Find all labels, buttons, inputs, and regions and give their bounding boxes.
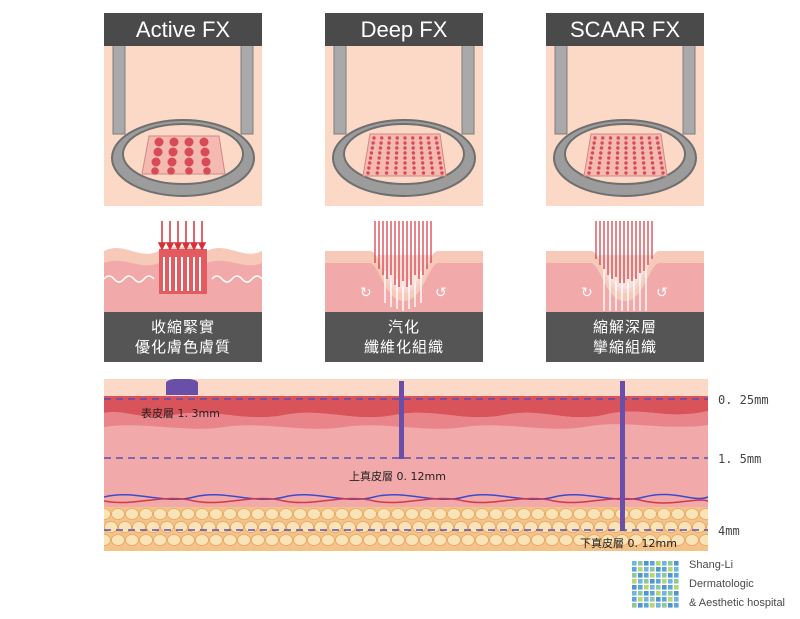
logo-line-1: Shang-Li bbox=[689, 559, 734, 571]
caption-line-2: 攣縮組織 bbox=[592, 338, 657, 356]
handpiece-illustration-active bbox=[104, 46, 262, 206]
layer-label-upper-dermis: 上真皮層 0. 12mm bbox=[349, 470, 446, 483]
skin-effect-illustration-active bbox=[104, 221, 262, 313]
column-title: SCAAR FX bbox=[546, 13, 704, 46]
ablation-column-deep bbox=[620, 381, 625, 531]
column-title: Active FX bbox=[104, 13, 262, 46]
caption-line-1: 汽化 bbox=[387, 318, 420, 336]
handpiece-illustration-deep bbox=[325, 46, 483, 206]
svg-text:↺: ↺ bbox=[656, 285, 668, 301]
epidermis-band bbox=[104, 396, 708, 418]
column-scaar-fx: SCAAR FX ↻ ↺ bbox=[546, 13, 704, 313]
logo-line-3: & Aesthetic hospital bbox=[689, 597, 786, 609]
depth-marker-4: 4mm bbox=[718, 524, 740, 538]
ablation-column-medium bbox=[399, 381, 404, 459]
layer-label-epidermis: 表皮層 1. 3mm bbox=[141, 407, 220, 420]
logo-line-2: Dermatologic bbox=[689, 578, 754, 590]
depth-marker-15: 1. 5mm bbox=[718, 452, 762, 466]
caption-line-2: 纖維化組織 bbox=[363, 338, 444, 356]
svg-text:↻: ↻ bbox=[581, 285, 593, 301]
svg-text:↻: ↻ bbox=[360, 285, 372, 301]
caption-line-2: 優化膚色膚質 bbox=[134, 338, 231, 356]
layer-label-lower-dermis: 下真皮層 0. 12mm bbox=[580, 537, 677, 550]
blood-vessel-red bbox=[104, 497, 708, 504]
caption-deep-fx: 汽化 纖維化組織 bbox=[325, 312, 483, 362]
column-title: Deep FX bbox=[325, 13, 483, 46]
skin-effect-illustration-deep: ↻ ↺ bbox=[325, 221, 483, 313]
hospital-logo-icon bbox=[632, 561, 679, 608]
stratum-corneum bbox=[104, 379, 708, 396]
caption-line-1: 縮解深層 bbox=[592, 318, 657, 336]
depth-marker-025: 0. 25mm bbox=[718, 393, 769, 407]
handpiece-illustration-scaar bbox=[546, 46, 704, 206]
caption-scaar-fx: 縮解深層 攣縮組織 bbox=[546, 312, 704, 362]
column-deep-fx: Deep FX ↻ ↺ bbox=[325, 13, 483, 313]
skin-effect-illustration-scaar: ↻ ↺ bbox=[546, 221, 704, 313]
ablation-shallow bbox=[166, 379, 198, 395]
caption-active-fx: 收縮緊實 優化膚色膚質 bbox=[104, 312, 262, 362]
caption-line-1: 收縮緊實 bbox=[150, 318, 215, 336]
column-active-fx: Active FX bbox=[104, 13, 262, 313]
skin-cross-section bbox=[104, 379, 708, 551]
svg-text:↺: ↺ bbox=[435, 285, 447, 301]
